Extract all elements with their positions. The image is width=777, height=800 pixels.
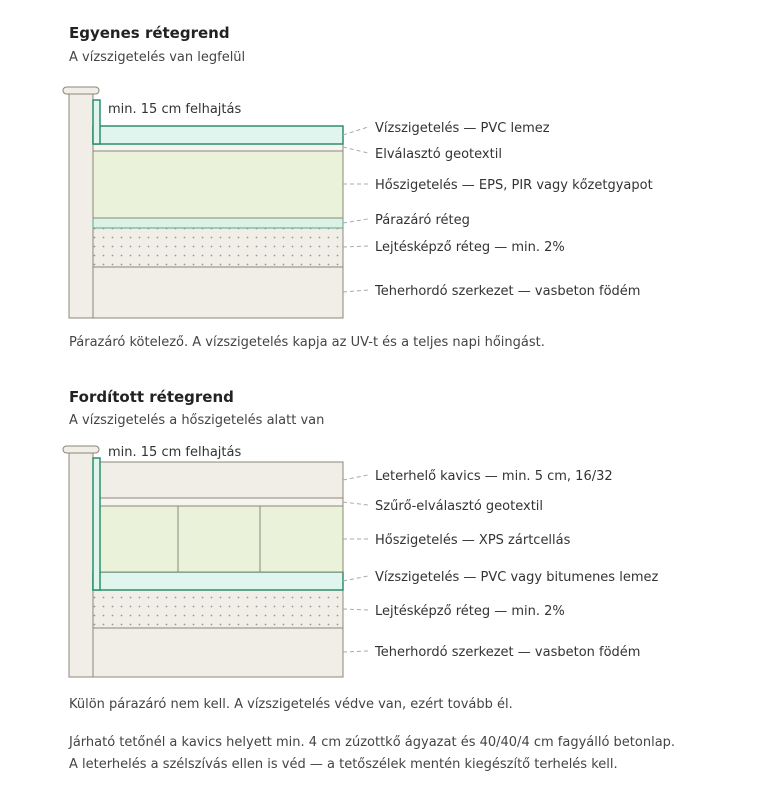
section1-diagram: min. 15 cm felhajtás Vízszigetelés — PVC… (62, 86, 653, 319)
layer-label-slope-screed: Lejtésképző réteg — min. 2% (375, 604, 565, 619)
leader-line (342, 501, 369, 506)
section2-upstand-label: min. 15 cm felhajtás (108, 445, 241, 460)
layer-membrane (92, 571, 344, 591)
membrane-upstand (92, 99, 101, 145)
leader-line (342, 245, 369, 248)
section2-footnote-2: A leterhelés a szélszívás ellen is véd —… (69, 757, 618, 772)
parapet-cap (62, 445, 100, 454)
section2-note: Külön párazáró nem kell. A vízszigetelés… (69, 697, 513, 712)
layer-label-geotextile: Szűrő-elválasztó geotextil (375, 499, 543, 514)
section2-subtitle: A vízszigetelés a hőszigetelés alatt van (69, 413, 325, 428)
section2-title: Fordított rétegrend (69, 388, 234, 406)
layer-label-insulation: Hőszigetelés — EPS, PIR vagy kőzetgyapot (375, 178, 653, 193)
parapet-wall (68, 91, 94, 319)
layer-label-structural-slab: Teherhordó szerkezet — vasbeton födém (374, 645, 640, 660)
leader-line (342, 650, 369, 653)
leader-line (342, 289, 369, 293)
section2-footnote-1: Járható tetőnél a kavics helyett min. 4 … (69, 735, 676, 750)
section1-note: Párazáró kötelező. A vízszigetelés kapja… (69, 335, 545, 350)
layer-insulation (99, 505, 344, 573)
layer-slope-screed (92, 589, 344, 629)
layer-slope-screed (92, 227, 344, 268)
parapet-wall (68, 451, 94, 678)
layer-ballast-gravel (99, 461, 344, 499)
membrane-upstand (92, 457, 101, 591)
layer-label-insulation: Hőszigetelés — XPS zártcellás (375, 533, 571, 548)
layer-membrane (92, 125, 344, 145)
layer-geotextile (99, 497, 344, 507)
section2-diagram: min. 15 cm felhajtás Leterhelő kavics — … (62, 445, 658, 678)
section1-title: Egyenes rétegrend (69, 24, 230, 42)
parapet-cap (62, 86, 100, 95)
layer-structural-slab (92, 627, 344, 678)
leader-line (342, 474, 369, 481)
leader-line (342, 575, 369, 582)
layer-label-membrane: Vízszigetelés — PVC vagy bitumenes lemez (375, 570, 658, 585)
leader-line (342, 218, 369, 224)
section1-upstand-label: min. 15 cm felhajtás (108, 102, 241, 117)
layer-structural-slab (92, 266, 344, 319)
layer-label-slope-screed: Lejtésképző réteg — min. 2% (375, 240, 565, 255)
layer-label-vapor-barrier: Párazáró réteg (375, 213, 470, 228)
leader-line (342, 608, 369, 611)
layer-label-membrane: Vízszigetelés — PVC lemez (375, 121, 550, 136)
layer-vapor-barrier (92, 217, 344, 229)
section1-subtitle: A vízszigetelés van legfelül (69, 50, 246, 65)
layer-label-geotextile: Elválasztó geotextil (375, 147, 502, 162)
layer-geotextile (92, 143, 344, 152)
layer-label-structural-slab: Teherhordó szerkezet — vasbeton födém (374, 284, 640, 299)
layer-label-ballast-gravel: Leterhelő kavics — min. 5 cm, 16/32 (375, 469, 613, 484)
layer-insulation (92, 150, 344, 219)
leader-line (342, 126, 369, 136)
leader-line (342, 146, 369, 154)
